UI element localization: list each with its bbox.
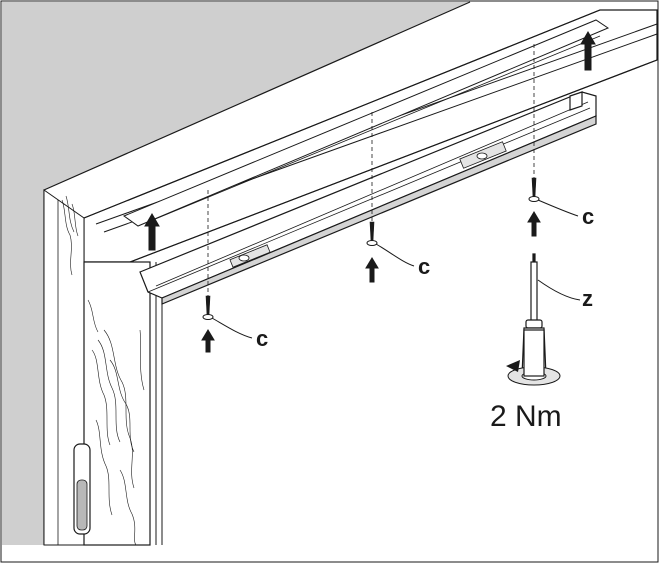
- wall-edge: [43, 1, 471, 191]
- mounting-recess: [122, 19, 610, 227]
- callout-c-left: c: [256, 326, 268, 351]
- callout-c-middle: c: [418, 254, 430, 279]
- torque-value: 2 Nm: [490, 400, 562, 433]
- wood-grain: [87, 299, 145, 546]
- alignment-lines: [207, 44, 535, 300]
- arrow-up-icon: [144, 213, 160, 251]
- cabinet-door: [83, 261, 163, 546]
- callout-c-right: c: [582, 204, 594, 229]
- arrow-up-icon: [580, 31, 596, 71]
- screw-middle: [366, 221, 378, 246]
- mounting-rail: [139, 91, 597, 305]
- rotation-arrow-icon: [506, 329, 561, 386]
- wall-surface: [2, 2, 470, 545]
- recess-inner-line: [147, 35, 601, 223]
- arrow-up-icon: [201, 329, 215, 353]
- arrow-up-icon: [365, 257, 379, 283]
- screw-left: [202, 295, 214, 320]
- screw-right: [528, 177, 540, 202]
- arrow-up-icon: [527, 211, 541, 237]
- screw-icon: [528, 177, 540, 202]
- callout-z: z: [582, 286, 593, 311]
- screw-icon: [366, 221, 378, 246]
- hinge-icon: [73, 443, 91, 535]
- screw-icon: [202, 295, 214, 320]
- callout-leaders: [211, 199, 581, 339]
